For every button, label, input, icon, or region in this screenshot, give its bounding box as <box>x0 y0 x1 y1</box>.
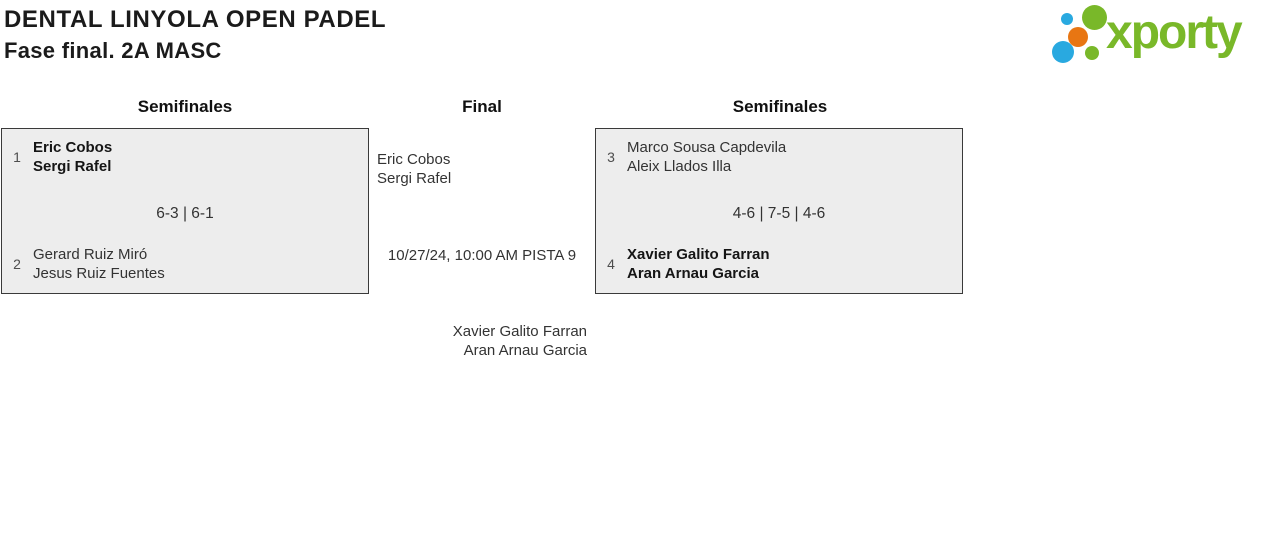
tournament-title: DENTAL LINYOLA OPEN PADEL <box>4 6 387 33</box>
logo-dot-blue-small-icon <box>1061 13 1073 25</box>
logo-dot-green-small-icon <box>1085 46 1099 60</box>
match-score: 4-6 | 7-5 | 4-6 <box>732 205 826 222</box>
team-row-seed2[interactable]: 2 Gerard Ruiz Miró Jesus Ruiz Fuentes <box>10 245 360 283</box>
player-name: Sergi Rafel <box>377 170 452 187</box>
player-name: Gerard Ruiz Miró <box>33 246 148 263</box>
final-schedule: 10/27/24, 10:00 AM PISTA 9 <box>387 247 577 264</box>
logo-dot-blue-large-icon <box>1052 41 1074 63</box>
seed-number: 2 <box>13 256 21 272</box>
round-header-semifinals-right: Semifinales <box>732 97 828 116</box>
team-row-seed4[interactable]: 4 Xavier Galito Farran Aran Arnau Garcia <box>604 245 954 283</box>
team-row-seed1[interactable]: 1 Eric Cobos Sergi Rafel <box>10 138 360 176</box>
logo-dot-orange-icon <box>1068 27 1088 47</box>
team-row-seed3[interactable]: 3 Marco Sousa Capdevila Aleix Llados Ill… <box>604 138 954 176</box>
player-name: Eric Cobos <box>377 151 451 168</box>
seed-number: 3 <box>607 149 615 165</box>
round-header-semifinals-left: Semifinales <box>137 97 233 116</box>
xporty-wordmark: xporty <box>1106 6 1243 59</box>
seed-number: 4 <box>607 256 615 272</box>
seed-number: 1 <box>13 149 21 165</box>
player-name: Xavier Galito Farran <box>452 323 587 340</box>
match-semifinal-right[interactable]: 3 Marco Sousa Capdevila Aleix Llados Ill… <box>595 128 963 294</box>
player-name: Aran Arnau Garcia <box>627 265 759 282</box>
match-semifinal-left[interactable]: 1 Eric Cobos Sergi Rafel 6-3 | 6-1 2 Ger… <box>1 128 369 294</box>
player-name: Marco Sousa Capdevila <box>627 139 787 156</box>
player-name: Sergi Rafel <box>33 158 112 175</box>
final-team-1: Eric Cobos Sergi Rafel <box>377 150 451 188</box>
player-name: Aleix Llados Illa <box>627 158 732 175</box>
player-name: Aran Arnau Garcia <box>463 342 587 359</box>
phase-subtitle: Fase final. 2A MASC <box>4 38 222 63</box>
player-name: Jesus Ruiz Fuentes <box>33 265 165 282</box>
player-name: Eric Cobos <box>33 139 113 156</box>
final-team-2: Xavier Galito Farran Aran Arnau Garcia <box>369 322 587 360</box>
match-score: 6-3 | 6-1 <box>156 205 214 222</box>
xporty-logo: xporty <box>1050 0 1280 75</box>
round-header-final: Final <box>462 97 502 116</box>
logo-dot-green-large-icon <box>1082 5 1107 30</box>
player-name: Xavier Galito Farran <box>627 246 770 263</box>
